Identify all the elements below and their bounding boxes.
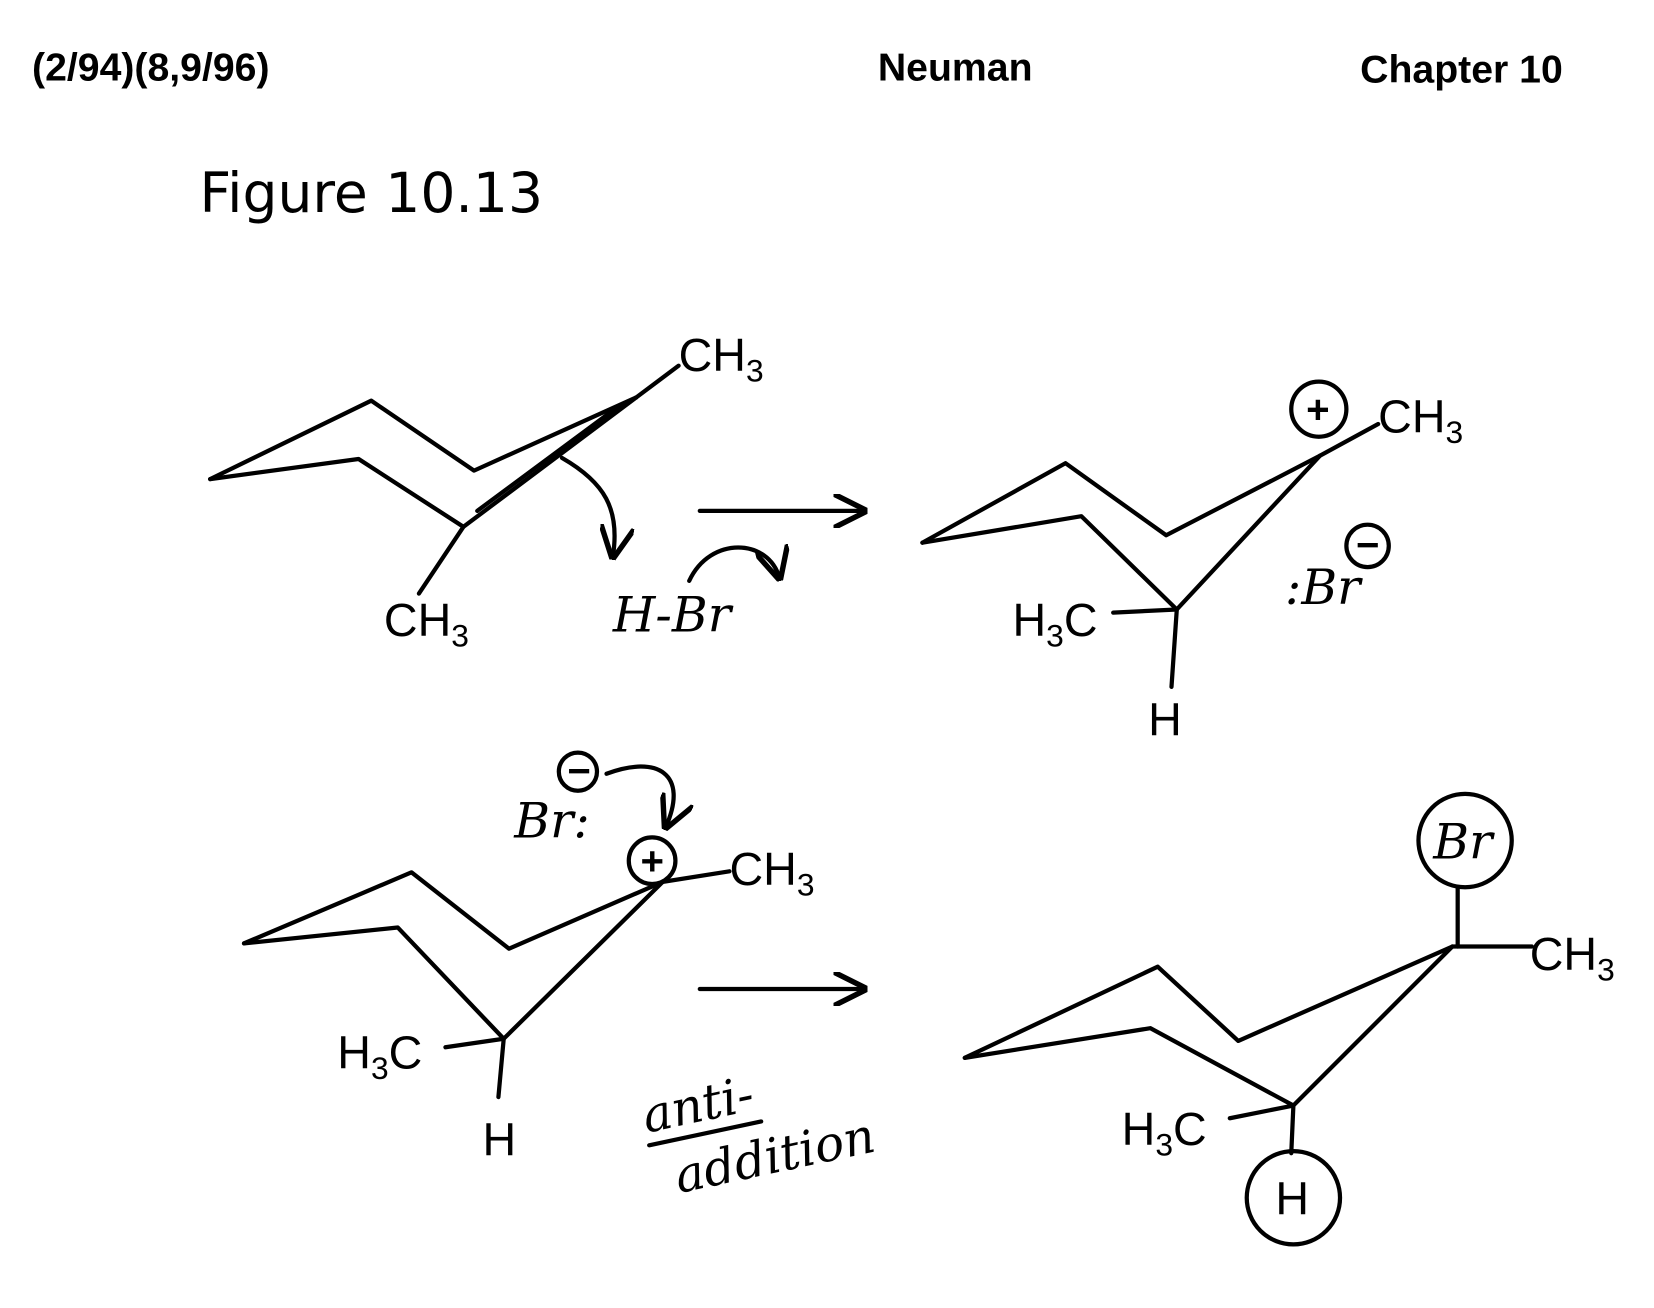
- svg-text:H: H: [1148, 694, 1182, 746]
- svg-text:+: +: [1306, 387, 1330, 432]
- curved-arrow-icon: [604, 764, 674, 827]
- svg-text:H3C: H3C: [337, 1026, 422, 1086]
- molecule-product: CH3 Br H3C H: [962, 791, 1615, 1247]
- svg-text:−: −: [1356, 523, 1380, 568]
- svg-text:+: +: [640, 838, 664, 883]
- svg-text:H: H: [483, 1113, 517, 1165]
- curved-arrow-icon: [559, 455, 615, 557]
- plus-charge-icon: [626, 835, 678, 887]
- svg-text:Br: Br: [1432, 815, 1495, 871]
- svg-text:−: −: [567, 748, 591, 793]
- svg-text:H3C: H3C: [1012, 594, 1097, 654]
- plus-charge-icon: [1289, 379, 1349, 439]
- svg-text::Br: :Br: [1285, 560, 1363, 616]
- figure-title: Figure 10.13: [199, 161, 543, 225]
- svg-text:Br:: Br:: [513, 793, 590, 849]
- molecule-carbocation-attack: CH3 + Br: − H3C H: [241, 748, 815, 1165]
- hbr-label: H-Br: [612, 588, 734, 644]
- svg-text:CH3: CH3: [1530, 928, 1615, 988]
- minus-charge-icon: [556, 750, 600, 793]
- svg-text:CH3: CH3: [1378, 390, 1463, 450]
- svg-text:H: H: [1275, 1173, 1309, 1225]
- h-circle-icon: [1244, 1149, 1343, 1247]
- svg-text:CH3: CH3: [729, 843, 814, 903]
- svg-text:H3C: H3C: [1122, 1103, 1207, 1163]
- br-circle-icon: [1416, 791, 1514, 890]
- molecule-carbocation: CH3 + H3C H :Br −: [920, 379, 1463, 746]
- minus-charge-icon: [1344, 522, 1391, 570]
- header-chapter: Chapter 10: [1360, 49, 1563, 92]
- svg-text:CH3: CH3: [384, 594, 469, 654]
- svg-text:CH3: CH3: [679, 329, 764, 389]
- header-date: (2/94)(8,9/96): [32, 47, 270, 90]
- header-author: Neuman: [878, 47, 1033, 90]
- molecule-alkene: CH3 CH3 H-Br: [207, 329, 779, 654]
- anti-addition-note: anti- addition: [637, 1066, 880, 1204]
- curved-arrow-icon: [687, 547, 779, 580]
